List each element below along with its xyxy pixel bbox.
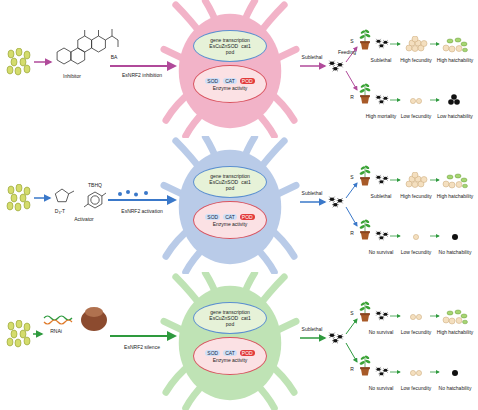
label-text: BA bbox=[111, 54, 118, 60]
label-text: High hatchability bbox=[437, 329, 474, 335]
label-text: Activator bbox=[74, 216, 93, 222]
label-text: Sublethal bbox=[371, 193, 392, 199]
node-text: Enzyme activity bbox=[194, 221, 266, 227]
node-text: pod bbox=[194, 49, 266, 55]
label-text: Sublethal bbox=[302, 326, 323, 332]
label-text: High fecundity bbox=[400, 193, 432, 199]
node-text: Enzyme activity bbox=[194, 85, 266, 91]
node-text: EsCuZnSOD bbox=[209, 43, 238, 49]
node-text: gene transcription bbox=[194, 37, 266, 43]
label-text: Sublethal bbox=[302, 54, 323, 60]
label-text: R bbox=[350, 230, 354, 236]
node-text: CAT bbox=[223, 78, 237, 84]
label-text: TBHQ bbox=[88, 182, 102, 188]
label-text: Sublethal bbox=[302, 190, 323, 196]
label-text: Low fecundity bbox=[401, 249, 432, 255]
label-text: High hatchability bbox=[437, 57, 474, 63]
label-text: S bbox=[350, 310, 353, 316]
label-text: RNAi bbox=[50, 328, 62, 334]
label-text: No survival bbox=[369, 329, 394, 335]
label-text: Sublethal bbox=[371, 57, 392, 63]
label-text: D₃-T bbox=[55, 208, 65, 214]
node-text: pod bbox=[194, 185, 266, 191]
node-text: cat1 bbox=[241, 315, 250, 321]
label-text: S bbox=[350, 174, 353, 180]
label-text: No survival bbox=[369, 385, 394, 391]
label-text: Low fecundity bbox=[401, 385, 432, 391]
label-text: Low fecundity bbox=[401, 113, 432, 119]
label-text: R bbox=[350, 366, 354, 372]
label-text: High hatchability bbox=[437, 193, 474, 199]
enzyme-activity-oval: SODCATPODEnzyme activity bbox=[193, 201, 267, 239]
node-text: EsCuZnSOD bbox=[209, 179, 238, 185]
label-text: No hatchability bbox=[439, 249, 472, 255]
label-text: S bbox=[350, 38, 353, 44]
node-text: POD bbox=[240, 350, 255, 356]
label-text: High fecundity bbox=[400, 57, 432, 63]
enzyme-activity-oval: SODCATPODEnzyme activity bbox=[193, 65, 267, 103]
label-text: EsNRF2 inhibition bbox=[122, 72, 162, 78]
node-text: gene transcription bbox=[194, 173, 266, 179]
label-text: High mortality bbox=[366, 113, 397, 119]
node-text: SOD bbox=[205, 350, 220, 356]
label-text: Feeding bbox=[338, 49, 356, 55]
gene-transcription-oval: gene transcriptionEsCuZnSODcat1pod bbox=[193, 302, 267, 334]
label-text: No hatchability bbox=[439, 385, 472, 391]
node-text: POD bbox=[240, 214, 255, 220]
enzyme-activity-oval: SODCATPODEnzyme activity bbox=[193, 337, 267, 375]
gene-transcription-oval: gene transcriptionEsCuZnSODcat1pod bbox=[193, 166, 267, 198]
node-text: CAT bbox=[223, 214, 237, 220]
node-text: EsCuZnSOD bbox=[209, 315, 238, 321]
gene-transcription-oval: gene transcriptionEsCuZnSODcat1pod bbox=[193, 30, 267, 62]
node-text: SOD bbox=[205, 214, 220, 220]
label-text: R bbox=[350, 94, 354, 100]
label-text: Inhibitor bbox=[63, 73, 81, 79]
label-text: Low hatchability bbox=[437, 113, 473, 119]
node-text: cat1 bbox=[241, 179, 250, 185]
node-text: cat1 bbox=[241, 43, 250, 49]
node-text: pod bbox=[194, 321, 266, 327]
label-text: No survival bbox=[369, 249, 394, 255]
node-text: POD bbox=[240, 78, 255, 84]
label-text: EsNRF2 activation bbox=[121, 208, 162, 214]
node-text: CAT bbox=[223, 350, 237, 356]
node-text: gene transcription bbox=[194, 309, 266, 315]
label-text: EsNRF2 silence bbox=[124, 344, 160, 350]
label-text: Low fecundity bbox=[401, 329, 432, 335]
node-text: Enzyme activity bbox=[194, 357, 266, 363]
node-text: SOD bbox=[205, 78, 220, 84]
